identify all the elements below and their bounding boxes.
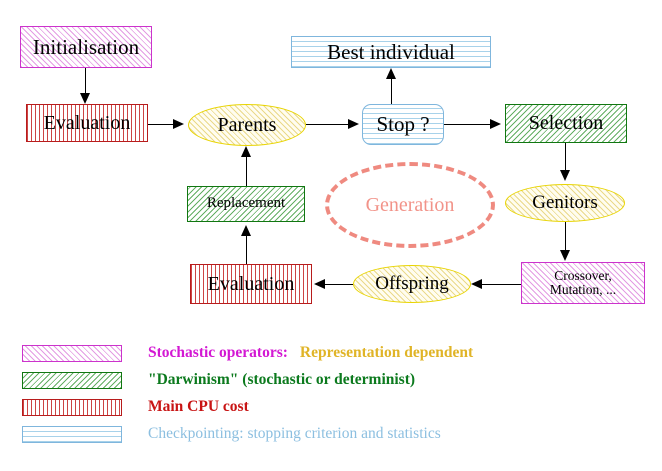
arrowhead-down <box>80 93 90 104</box>
node-label: Selection <box>528 112 604 134</box>
node-label: Evaluation <box>43 111 131 134</box>
node-replacement[interactable]: Replacement <box>187 186 305 222</box>
node-label: Generation <box>365 193 455 216</box>
legend-swatch-darwinism <box>22 371 122 389</box>
node-label: Parents <box>217 113 277 136</box>
edge-replacement-parents <box>246 157 248 186</box>
legend-item: Main CPU cost <box>22 396 249 418</box>
arrowhead-right <box>348 118 359 129</box>
node-selection[interactable]: Selection <box>505 104 627 143</box>
node-label: Crossover, Mutation, ... <box>549 267 617 297</box>
legend-item: Checkpointing: stopping criterion and st… <box>22 423 441 445</box>
node-label: Initialisation <box>32 34 140 59</box>
node-label: Evaluation <box>207 272 295 295</box>
node-initialisation[interactable]: Initialisation <box>20 26 152 68</box>
node-label: Stop ? <box>376 112 430 137</box>
legend-label-stochastic-operators: Stochastic operators: <box>148 344 288 361</box>
node-label: Offspring <box>375 273 449 295</box>
legend-item: "Darwinism" (stochastic or determinist) <box>22 369 415 391</box>
arrowhead-left <box>314 278 325 289</box>
legend-label-main-cpu-cost: Main CPU cost <box>148 398 249 415</box>
node-label: Genitors <box>532 192 598 214</box>
arrowhead-up <box>241 146 251 157</box>
node-stop[interactable]: Stop ? <box>362 104 444 145</box>
arrowhead-up <box>386 68 396 79</box>
legend-label-checkpointing: Checkpointing: stopping criterion and st… <box>148 425 441 442</box>
node-best-individual[interactable]: Best individual <box>291 36 491 68</box>
legend: Stochastic operators: Representation dep… <box>0 336 662 456</box>
arrowhead-down <box>560 250 570 261</box>
legend-label-darwinism: "Darwinism" (stochastic or determinist) <box>148 371 416 388</box>
edge-parents-stop <box>306 124 348 126</box>
node-evaluation-bottom[interactable]: Evaluation <box>190 264 312 304</box>
edge-stop-selection <box>444 124 490 126</box>
edge-evaluation-parents <box>148 124 176 126</box>
node-parents[interactable]: Parents <box>188 104 306 146</box>
legend-item: Stochastic operators: Representation dep… <box>22 342 473 364</box>
node-generation: Generation <box>325 162 495 248</box>
legend-swatch-checkpointing <box>22 425 122 443</box>
arrowhead-up <box>241 225 251 236</box>
legend-swatch-stochastic-operators <box>22 344 122 362</box>
arrowhead-right <box>173 118 184 129</box>
node-genitors[interactable]: Genitors <box>505 184 625 222</box>
edge-stop-best <box>391 78 393 106</box>
edge-operators-offspring <box>482 284 521 286</box>
edge-offspring-evaluation <box>325 284 353 286</box>
node-label: Best individual <box>327 39 455 64</box>
arrowhead-down <box>560 170 570 181</box>
edge-initialisation-evaluation <box>85 68 87 96</box>
node-operators[interactable]: Crossover, Mutation, ... <box>521 262 645 304</box>
arrowhead-left <box>471 278 482 289</box>
edge-selection-genitors <box>565 143 567 171</box>
edge-evaluation-replacement <box>246 235 248 264</box>
node-offspring[interactable]: Offspring <box>353 265 471 303</box>
edge-genitors-operators <box>565 222 567 250</box>
arrowhead-right <box>490 118 501 129</box>
node-evaluation-top[interactable]: Evaluation <box>26 104 148 142</box>
node-label: Replacement <box>206 195 286 212</box>
legend-label-representation-dependent: Representation dependent <box>299 344 474 361</box>
legend-swatch-main-cpu-cost <box>22 398 122 416</box>
